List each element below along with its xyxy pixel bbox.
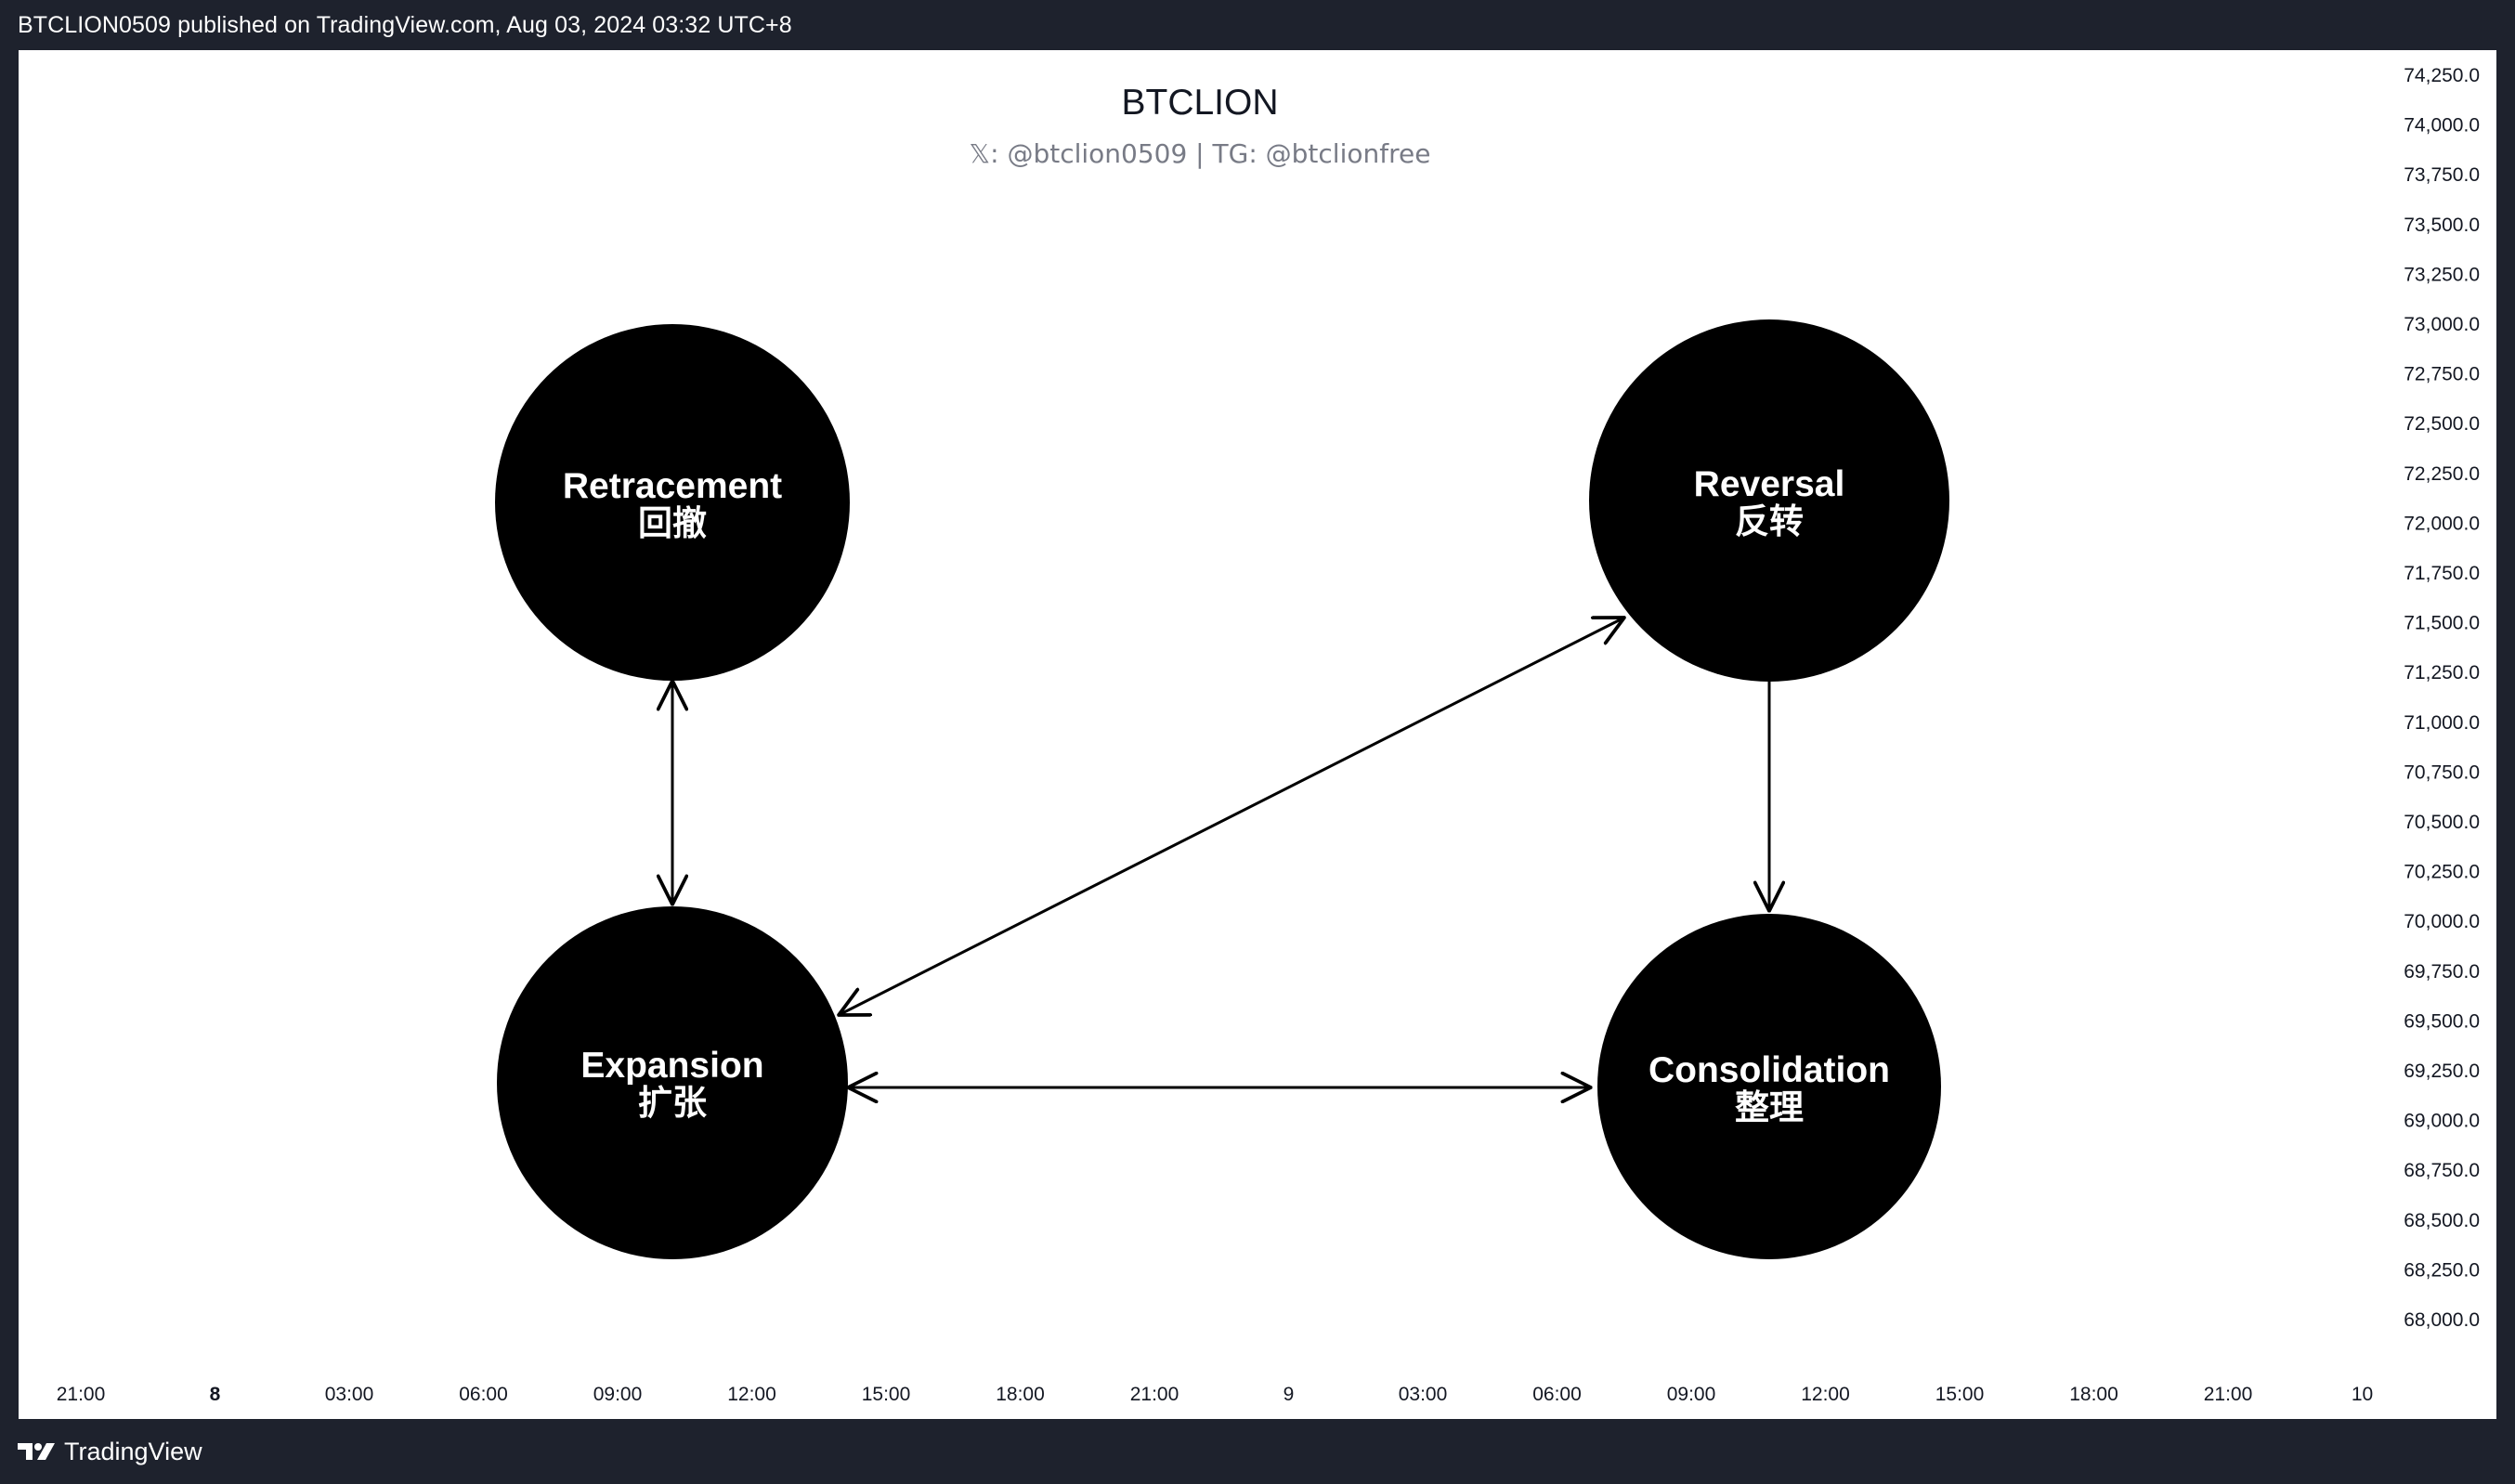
price-tick-label: 71,000.0 [2404, 712, 2480, 734]
node-retracement-label-zh: 回撤 [638, 503, 707, 543]
time-tick-label: 06:00 [459, 1384, 508, 1405]
time-tick-label: 12:00 [727, 1384, 776, 1405]
node-reversal-label-zh: 反转 [1735, 501, 1804, 541]
time-tick-label: 21:00 [57, 1384, 106, 1405]
chart-subtitle: 𝕏: @btclion0509 | TG: @btclionfree [970, 138, 1431, 169]
price-tick-label: 72,250.0 [2404, 463, 2480, 485]
node-retracement[interactable]: Retracement 回撤 [495, 324, 850, 681]
price-tick-label: 74,000.0 [2404, 115, 2480, 137]
time-tick-label: 18:00 [996, 1384, 1045, 1405]
price-tick-label: 69,500.0 [2404, 1010, 2480, 1032]
price-tick-label: 70,750.0 [2404, 762, 2480, 783]
chart-panel[interactable]: BTCLION 𝕏: @btclion0509 | TG: @btclionfr… [19, 50, 2496, 1419]
time-tick-label: 15:00 [862, 1384, 911, 1405]
time-tick-label: 9 [1284, 1384, 1295, 1405]
node-expansion[interactable]: Expansion 扩张 [497, 906, 848, 1259]
chart-title: BTCLION [1121, 83, 1278, 123]
time-tick-label: 8 [210, 1384, 221, 1405]
time-tick-label: 10 [2352, 1384, 2373, 1405]
price-tick-label: 72,000.0 [2404, 513, 2480, 534]
price-tick-label: 70,000.0 [2404, 911, 2480, 932]
price-tick-label: 72,500.0 [2404, 413, 2480, 435]
price-tick-label: 71,750.0 [2404, 563, 2480, 584]
price-tick-label: 74,250.0 [2404, 65, 2480, 86]
footer-bar: TradingView [0, 1419, 2515, 1484]
time-tick-label: 03:00 [1399, 1384, 1448, 1405]
price-tick-label: 70,500.0 [2404, 812, 2480, 833]
time-tick-label: 21:00 [1130, 1384, 1179, 1405]
node-expansion-label-en: Expansion [580, 1046, 763, 1086]
price-tick-label: 68,500.0 [2404, 1210, 2480, 1231]
publish-info: BTCLION0509 published on TradingView.com… [18, 11, 792, 38]
price-tick-label: 68,750.0 [2404, 1160, 2480, 1181]
price-tick-label: 68,250.0 [2404, 1259, 2480, 1281]
node-consolidation-label-en: Consolidation [1648, 1050, 1890, 1090]
time-tick-label: 21:00 [2204, 1384, 2253, 1405]
time-tick-label: 12:00 [1801, 1384, 1850, 1405]
price-tick-label: 73,000.0 [2404, 314, 2480, 335]
time-tick-label: 18:00 [2069, 1384, 2118, 1405]
node-reversal-label-en: Reversal [1694, 464, 1845, 504]
price-tick-label: 70,250.0 [2404, 862, 2480, 883]
publish-bar: BTCLION0509 published on TradingView.com… [0, 0, 2515, 50]
price-tick-label: 72,750.0 [2404, 364, 2480, 385]
tradingview-brand: TradingView [64, 1437, 202, 1465]
time-tick-label: 09:00 [1667, 1384, 1716, 1405]
tradingview-logo-icon [18, 1443, 55, 1460]
price-axis[interactable]: 74,250.0 74,000.0 73,750.0 73,500.0 73,250.0… [2404, 65, 2480, 1331]
node-retracement-label-en: Retracement [563, 466, 782, 506]
price-tick-label: 71,250.0 [2404, 662, 2480, 683]
price-tick-label: 69,000.0 [2404, 1111, 2480, 1132]
time-tick-label: 03:00 [325, 1384, 374, 1405]
price-tick-label: 73,750.0 [2404, 164, 2480, 186]
price-tick-label: 73,500.0 [2404, 215, 2480, 236]
tradingview-logo[interactable]: TradingView [18, 1438, 202, 1466]
diagram-canvas: BTCLION 𝕏: @btclion0509 | TG: @btclionfr… [57, 65, 2480, 1405]
time-tick-label: 06:00 [1532, 1384, 1582, 1405]
node-expansion-label-zh: 扩张 [638, 1083, 707, 1123]
price-tick-label: 69,750.0 [2404, 961, 2480, 983]
price-tick-label: 69,250.0 [2404, 1061, 2480, 1082]
node-reversal[interactable]: Reversal 反转 [1589, 319, 1949, 682]
price-tick-label: 71,500.0 [2404, 613, 2480, 634]
time-tick-label: 15:00 [1935, 1384, 1985, 1405]
edge-expansion-reversal [839, 618, 1624, 1015]
time-tick-label: 09:00 [593, 1384, 643, 1405]
time-axis[interactable]: 21:00 8 03:00 06:00 09:00 12:00 15:00 18:00 21:0… [57, 1384, 2373, 1405]
price-tick-label: 73,250.0 [2404, 264, 2480, 285]
edges [672, 618, 1769, 1087]
price-tick-label: 68,000.0 [2404, 1309, 2480, 1331]
node-consolidation-label-zh: 整理 [1735, 1087, 1804, 1127]
node-consolidation[interactable]: Consolidation 整理 [1597, 914, 1941, 1259]
